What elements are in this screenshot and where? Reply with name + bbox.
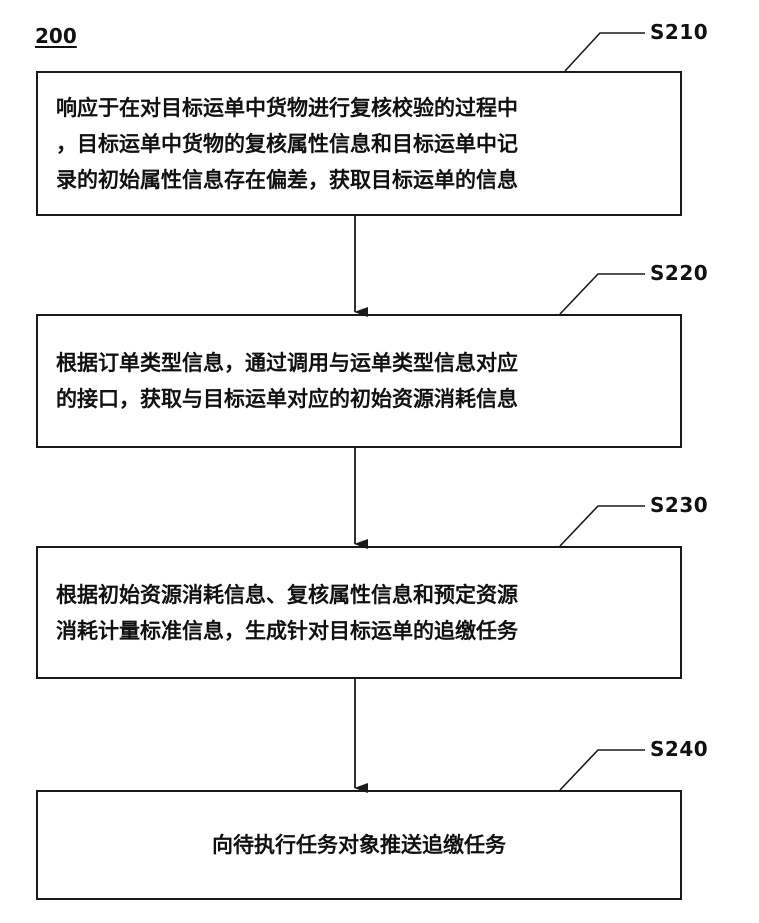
step-line: 根据订单类型信息，通过调用与运单类型信息对应	[56, 345, 662, 381]
figure-number: 200	[35, 24, 77, 48]
step-label-s220: S220	[650, 261, 708, 285]
step-label-s230: S230	[650, 493, 708, 517]
step-line: 录的初始属性信息存在偏差，获取目标运单的信息	[56, 162, 662, 198]
step-text-s220: 根据订单类型信息，通过调用与运单类型信息对应 的接口，获取与目标运单对应的初始资…	[56, 345, 662, 417]
leader-line-s240	[560, 750, 645, 790]
leader-line-s230	[560, 506, 645, 546]
step-box-s210: 响应于在对目标运单中货物进行复核校验的过程中 ，目标运单中货物的复核属性信息和目…	[36, 71, 682, 216]
step-label-s210: S210	[650, 20, 708, 44]
leader-line-s220	[560, 274, 645, 314]
step-line: 消耗计量标准信息，生成针对目标运单的追缴任务	[56, 613, 662, 649]
step-box-s240: 向待执行任务对象推送追缴任务	[36, 790, 682, 900]
step-line: ，目标运单中货物的复核属性信息和目标运单中记	[56, 126, 662, 162]
step-line: 响应于在对目标运单中货物进行复核校验的过程中	[56, 90, 662, 126]
step-text-s210: 响应于在对目标运单中货物进行复核校验的过程中 ，目标运单中货物的复核属性信息和目…	[56, 90, 662, 198]
step-text-s240: 向待执行任务对象推送追缴任务	[56, 827, 662, 863]
step-label-s240: S240	[650, 737, 708, 761]
step-box-s220: 根据订单类型信息，通过调用与运单类型信息对应 的接口，获取与目标运单对应的初始资…	[36, 314, 682, 448]
step-line: 向待执行任务对象推送追缴任务	[56, 827, 662, 863]
leader-line-s210	[565, 33, 645, 71]
step-box-s230: 根据初始资源消耗信息、复核属性信息和预定资源 消耗计量标准信息，生成针对目标运单…	[36, 546, 682, 679]
step-text-s230: 根据初始资源消耗信息、复核属性信息和预定资源 消耗计量标准信息，生成针对目标运单…	[56, 577, 662, 649]
step-line: 的接口，获取与目标运单对应的初始资源消耗信息	[56, 381, 662, 417]
step-line: 根据初始资源消耗信息、复核属性信息和预定资源	[56, 577, 662, 613]
